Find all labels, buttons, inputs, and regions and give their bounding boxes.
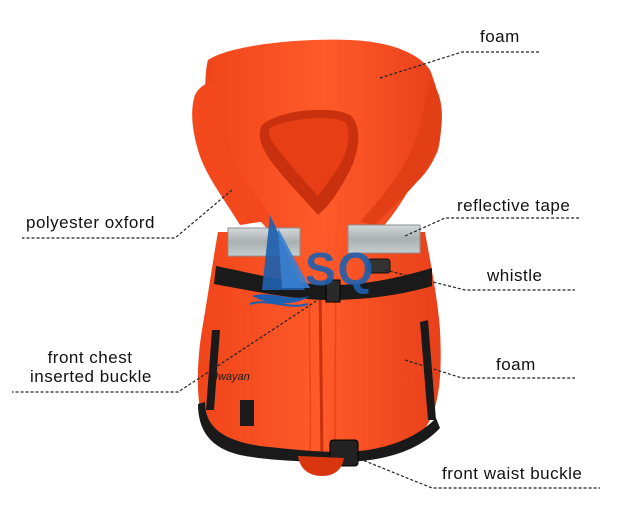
callout-front-waist-buckle: front waist buckle <box>442 464 582 483</box>
callout-front-chest: front chest inserted buckle <box>30 348 150 386</box>
callout-whistle: whistle <box>487 266 542 285</box>
callout-front-chest-line1: front chest <box>30 348 150 367</box>
callout-foam-top: foam <box>480 27 520 46</box>
callout-reflective-tape: reflective tape <box>457 196 570 215</box>
brand-text: Hwayan <box>210 371 250 383</box>
callout-polyester-oxford: polyester oxford <box>26 213 155 232</box>
callout-foam-front: foam <box>496 355 536 374</box>
logo-text: SQ <box>305 243 375 295</box>
leader-reflective <box>405 218 580 236</box>
callout-front-chest-line2: inserted buckle <box>30 367 150 386</box>
